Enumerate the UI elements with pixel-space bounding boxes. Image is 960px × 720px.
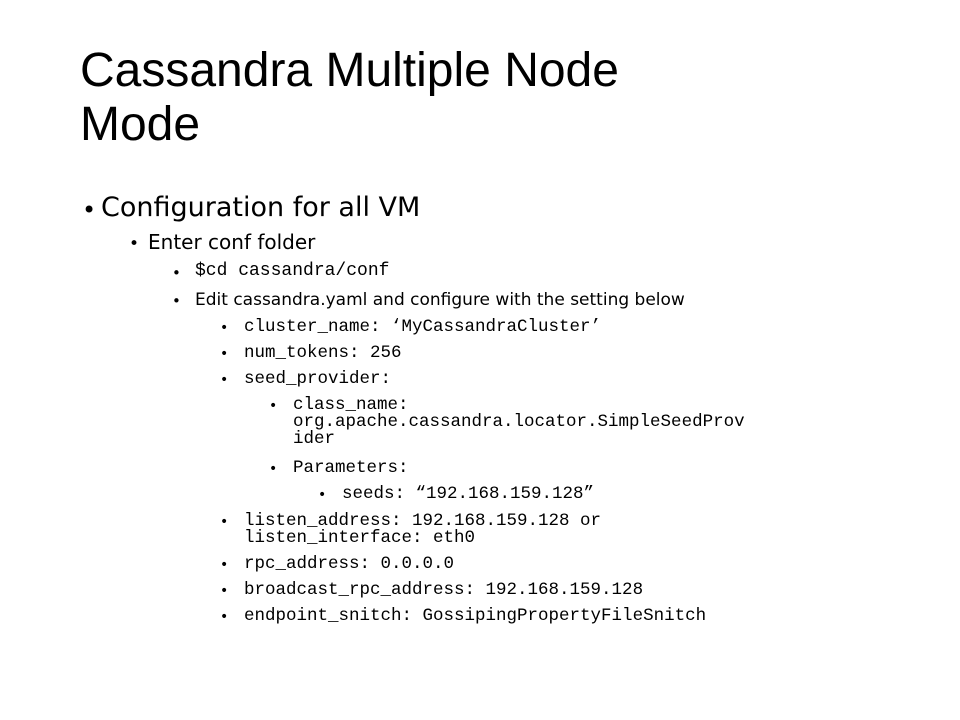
bullet: • [220, 557, 229, 573]
item-rpc-address: rpc_address: 0.0.0.0 [244, 554, 455, 574]
slide-title: Cassandra Multiple Node Mode [80, 44, 900, 152]
slide-title-line-1: Cassandra Multiple Node [80, 44, 619, 97]
item-cluster-name: cluster_name: ‘MyCassandraCluster’ [244, 317, 602, 337]
bullet: • [269, 398, 278, 414]
bullet: • [220, 514, 229, 530]
item-class-name-line-2: org.apache.cassandra.locator.SimpleSeedP… [293, 412, 745, 432]
item-class-name-line-1: class_name: [293, 395, 409, 415]
bullet: • [220, 320, 229, 336]
item-seed-provider: seed_provider: [244, 369, 392, 389]
bullet: • [318, 487, 327, 503]
item-listen-address-line-2: listen_interface: eth0 [244, 528, 476, 548]
bullet: • [269, 461, 278, 477]
item-listen-address-line-1: listen_address: 192.168.159.128 or [244, 511, 602, 531]
bullet: • [172, 292, 181, 310]
item-configuration: Configuration for all VM [101, 192, 421, 223]
slide-title-line-2: Mode [80, 98, 201, 151]
item-enter-conf: Enter conf folder [148, 230, 316, 254]
bullet: • [220, 372, 229, 388]
item-cd-command: $cd cassandra/conf [195, 261, 390, 281]
bullet: • [220, 583, 229, 599]
bullet: • [172, 264, 181, 282]
bullet: • [220, 609, 229, 625]
item-edit-yaml: Edit cassandra.yaml and configure with t… [195, 290, 685, 310]
bullet: • [82, 196, 97, 224]
bullet: • [129, 234, 140, 254]
item-broadcast-rpc-address: broadcast_rpc_address: 192.168.159.128 [244, 580, 644, 600]
bullet: • [220, 346, 229, 362]
item-class-name-line-3: ider [293, 429, 336, 449]
item-parameters: Parameters: [293, 458, 409, 478]
item-num-tokens: num_tokens: 256 [244, 343, 402, 363]
item-seeds: seeds: “192.168.159.128” [342, 484, 595, 504]
item-endpoint-snitch: endpoint_snitch: GossipingPropertyFileSn… [244, 606, 707, 626]
